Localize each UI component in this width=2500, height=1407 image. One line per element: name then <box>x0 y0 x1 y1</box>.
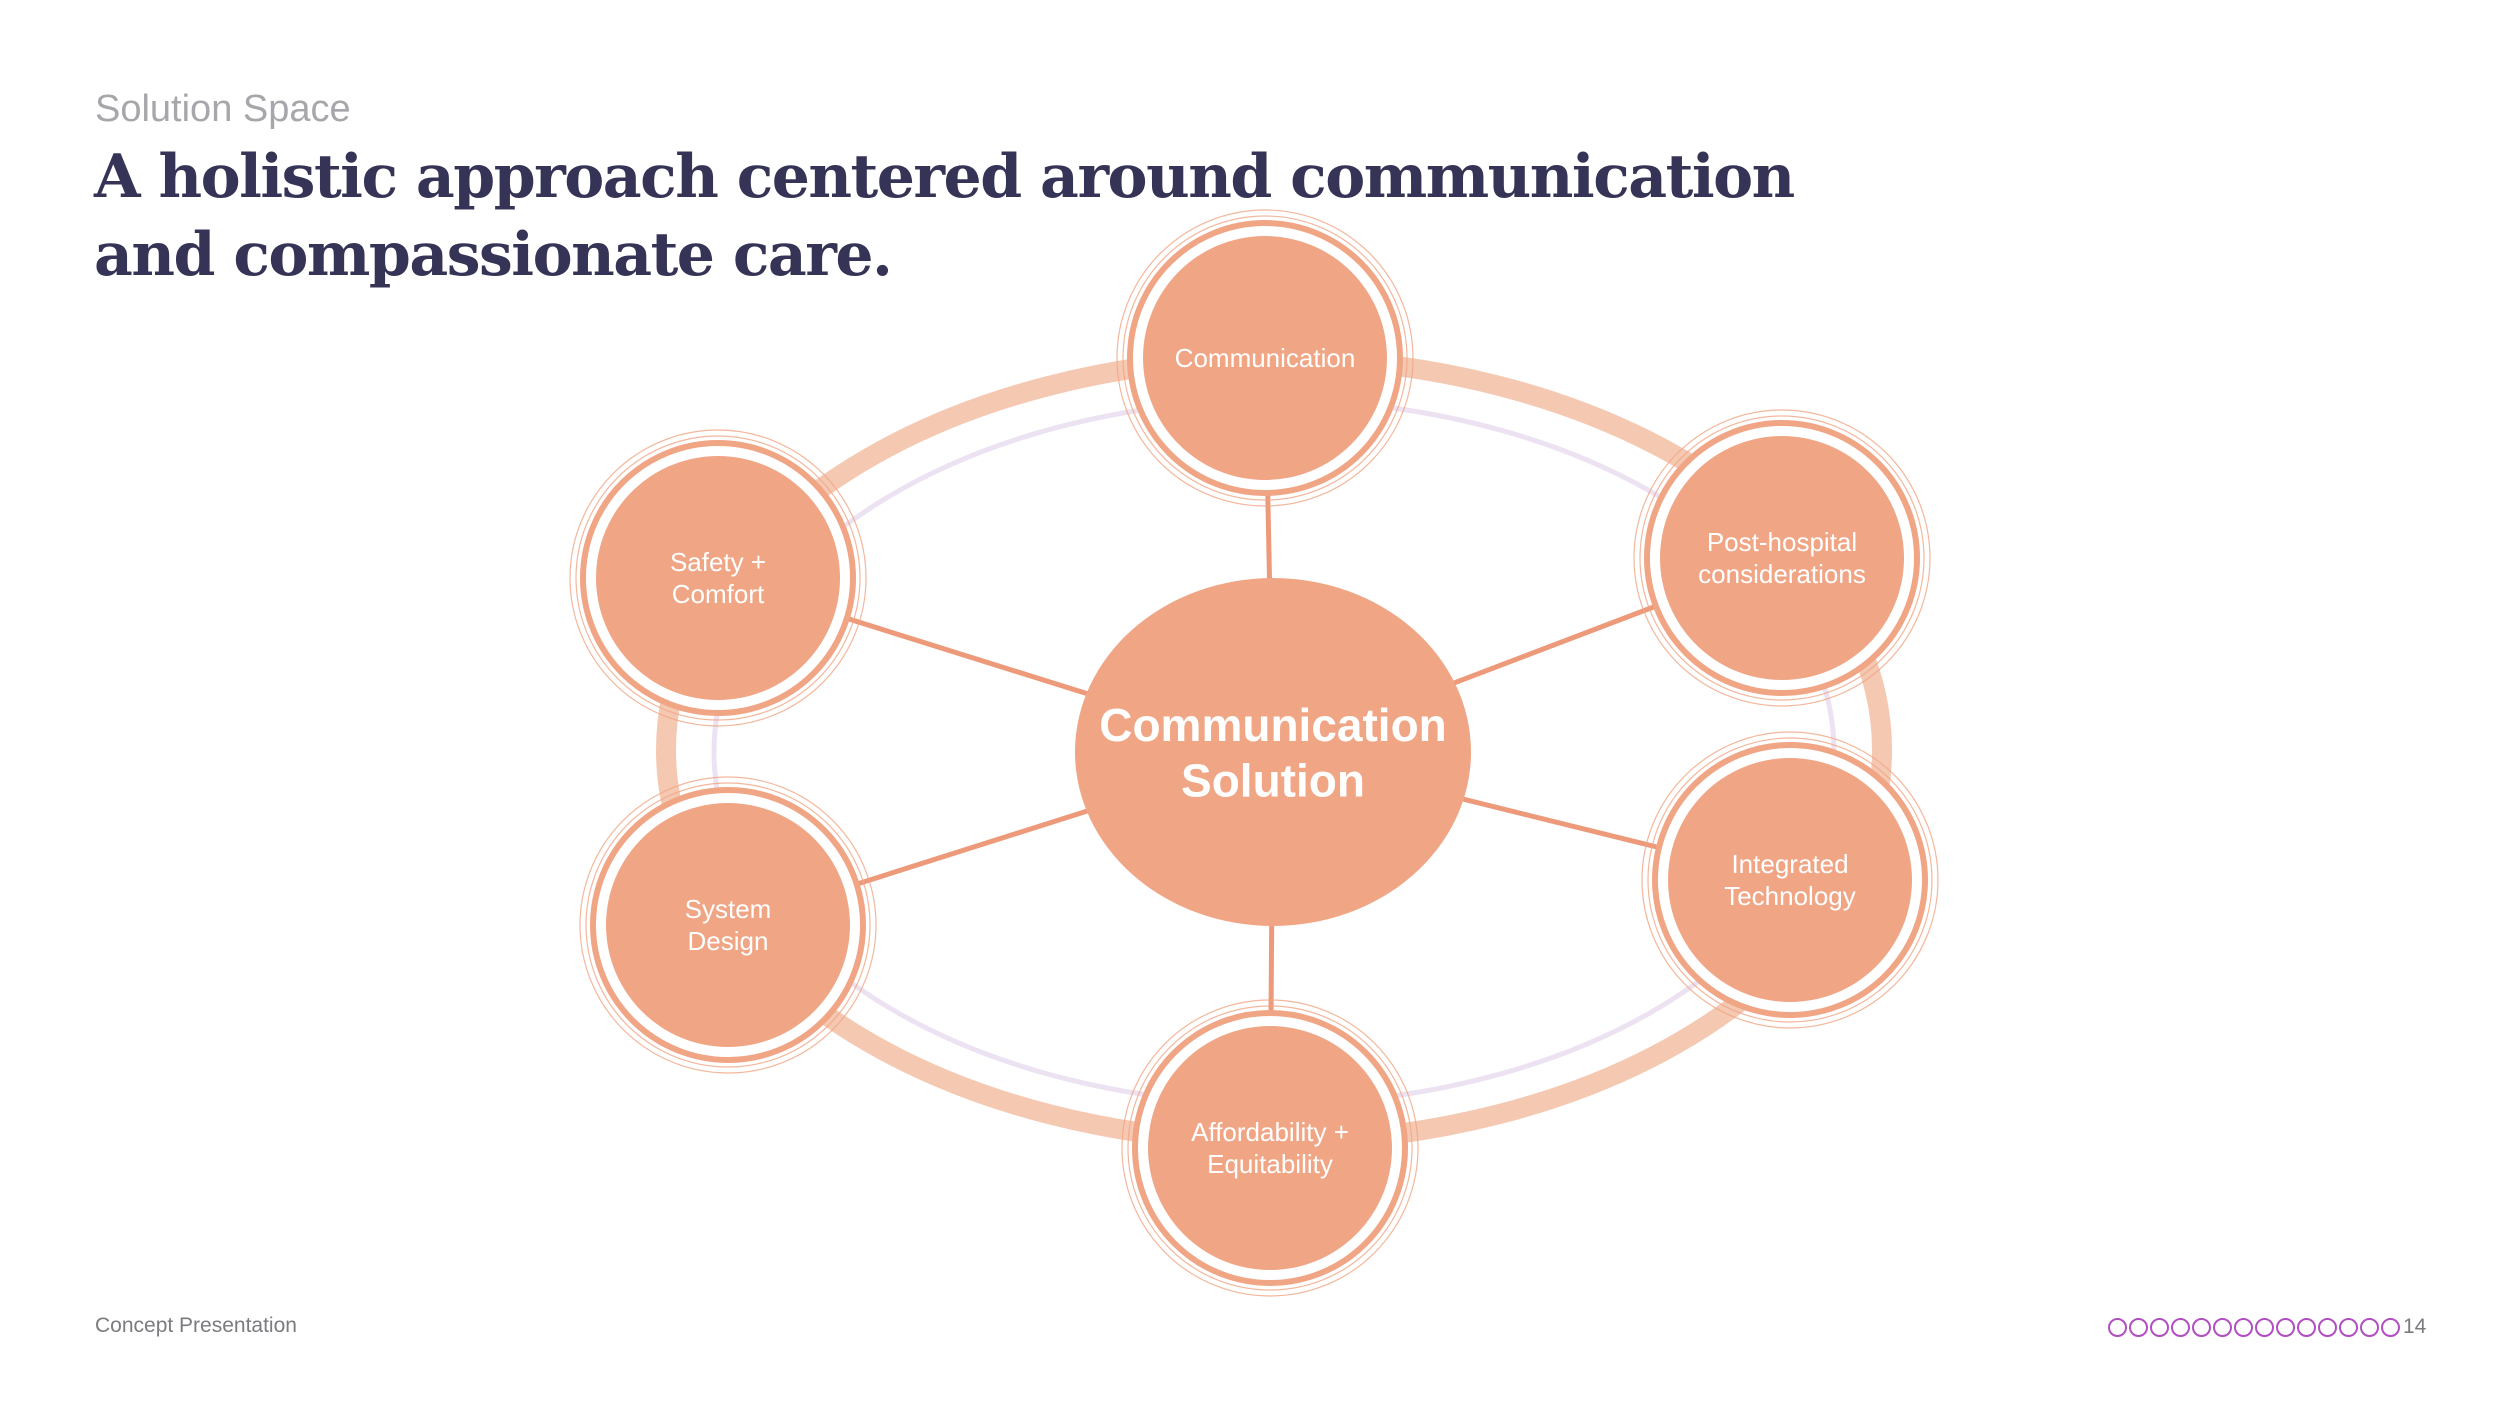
node-circle <box>1660 436 1904 680</box>
node-label: Safety +Comfort <box>670 547 766 609</box>
node-affordability: Affordability +Equitability <box>1121 999 1419 1297</box>
progress-dot[interactable] <box>2129 1317 2148 1337</box>
progress-dot[interactable] <box>2150 1317 2169 1337</box>
progress-dot[interactable] <box>2108 1317 2127 1337</box>
page-number: 14 <box>2403 1315 2427 1338</box>
node-safety-comfort: Safety +Comfort <box>569 429 867 727</box>
progress-dot[interactable] <box>2297 1317 2316 1337</box>
node-circle <box>596 456 840 700</box>
slide-title: A holistic approach centered around comm… <box>94 142 1795 290</box>
progress-dot[interactable] <box>2171 1317 2190 1337</box>
progress-dot[interactable] <box>2234 1317 2253 1337</box>
node-label: Affordability +Equitability <box>1191 1117 1349 1179</box>
node-label: Communication <box>1175 343 1356 373</box>
progress-dot[interactable] <box>2360 1317 2379 1337</box>
progress-dot[interactable] <box>2381 1317 2400 1337</box>
progress-dots <box>2108 1317 2402 1337</box>
node-circle <box>1148 1026 1392 1270</box>
node-circle <box>1143 236 1387 480</box>
center-ellipse <box>1075 578 1471 926</box>
node-communication: Communication <box>1116 209 1414 507</box>
progress-dot[interactable] <box>2276 1317 2295 1337</box>
footer-label: Concept Presentation <box>95 1314 297 1337</box>
slide-progress: 14 <box>2108 1315 2426 1339</box>
node-circle <box>1668 758 1912 1002</box>
progress-dot[interactable] <box>2255 1317 2274 1337</box>
node-circle <box>606 803 850 1047</box>
progress-dot[interactable] <box>2339 1317 2358 1337</box>
progress-dot[interactable] <box>2213 1317 2232 1337</box>
progress-dot[interactable] <box>2192 1317 2211 1337</box>
progress-dot[interactable] <box>2318 1317 2337 1337</box>
section-label: Solution Space <box>95 88 351 130</box>
